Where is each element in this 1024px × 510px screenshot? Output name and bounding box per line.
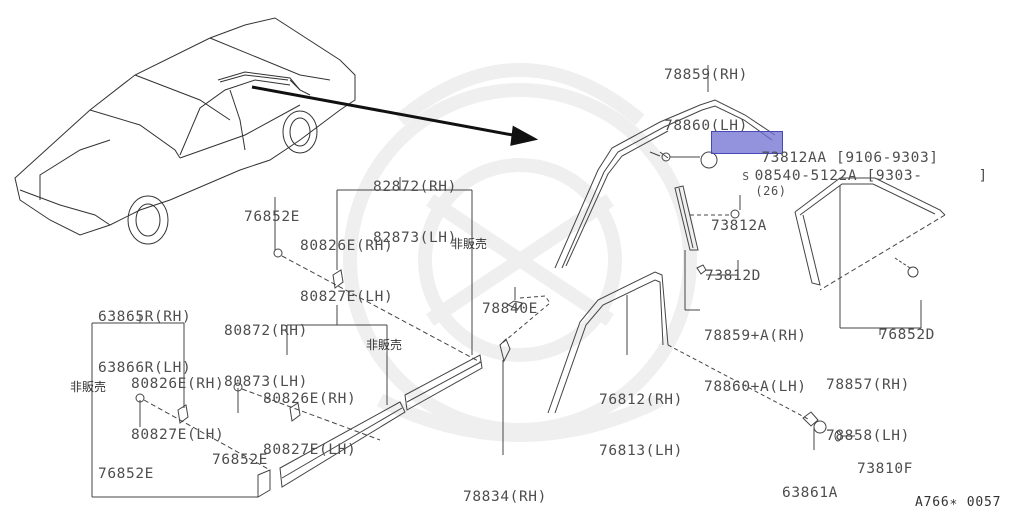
label-78840E[interactable]: 78840E [482, 301, 538, 317]
car-illustration [14, 17, 356, 245]
side-sill-drawing [91, 177, 551, 498]
watermark-emblem [343, 63, 697, 442]
label-78859A-78860A[interactable]: 78859+A(RH) 78860+A(LH) [704, 328, 807, 395]
label-73812AA[interactable]: 73812AA [9106-9303] [761, 150, 939, 166]
label-80826E-top[interactable]: 80826E(RH) 80827E(LH) [300, 238, 394, 305]
pointer-arrow [251, 85, 539, 146]
label-78834-78835[interactable]: 78834(RH) 78835(LH) [463, 489, 547, 505]
label-76812-76813[interactable]: 76812(RH) 76813(LH) [599, 392, 683, 459]
label-80872-80873[interactable]: 80872(RH) 80873(LH) [224, 323, 308, 390]
label-80826E-left[interactable]: 80826E(RH) 80827E(LH) [131, 376, 225, 443]
label-63861A[interactable]: 63861A [782, 485, 838, 501]
label-82872-82873[interactable]: 82872(RH) 82873(LH) [373, 179, 457, 246]
label-76852E-left[interactable]: 76852E [98, 466, 154, 482]
label-80826E-mid[interactable]: 80826E(RH) 80827E(LH) [263, 391, 357, 458]
not-for-sale-label-2: 非販売 [366, 338, 403, 352]
label-73810F[interactable]: 73810F [857, 461, 913, 477]
not-for-sale-label-1: 非販売 [451, 237, 488, 251]
diagram-code: A766∗ 0057 [915, 495, 1002, 510]
label-76852E-top[interactable]: 76852E [244, 209, 300, 225]
label-63865R-63866R[interactable]: 63865R(RH) 63866R(LH) [98, 309, 192, 376]
not-for-sale-label-3: 非販売 [70, 380, 107, 394]
label-78857-78858[interactable]: 78857(RH) 78858(LH) [826, 377, 910, 444]
label-78859-78860[interactable]: 78859(RH) 78860(LH) [664, 67, 748, 134]
highlight-73812A [711, 131, 783, 154]
label-76852E-mid[interactable]: 76852E [212, 452, 268, 468]
label-qty-26: (26) [755, 184, 787, 198]
drip-molding-drawing [547, 65, 946, 450]
label-73812A[interactable]: 73812A [711, 218, 767, 234]
service-symbol-icon: S [742, 170, 750, 183]
label-76852D[interactable]: 76852D [879, 327, 935, 343]
label-73812D[interactable]: 73812D [705, 268, 761, 284]
